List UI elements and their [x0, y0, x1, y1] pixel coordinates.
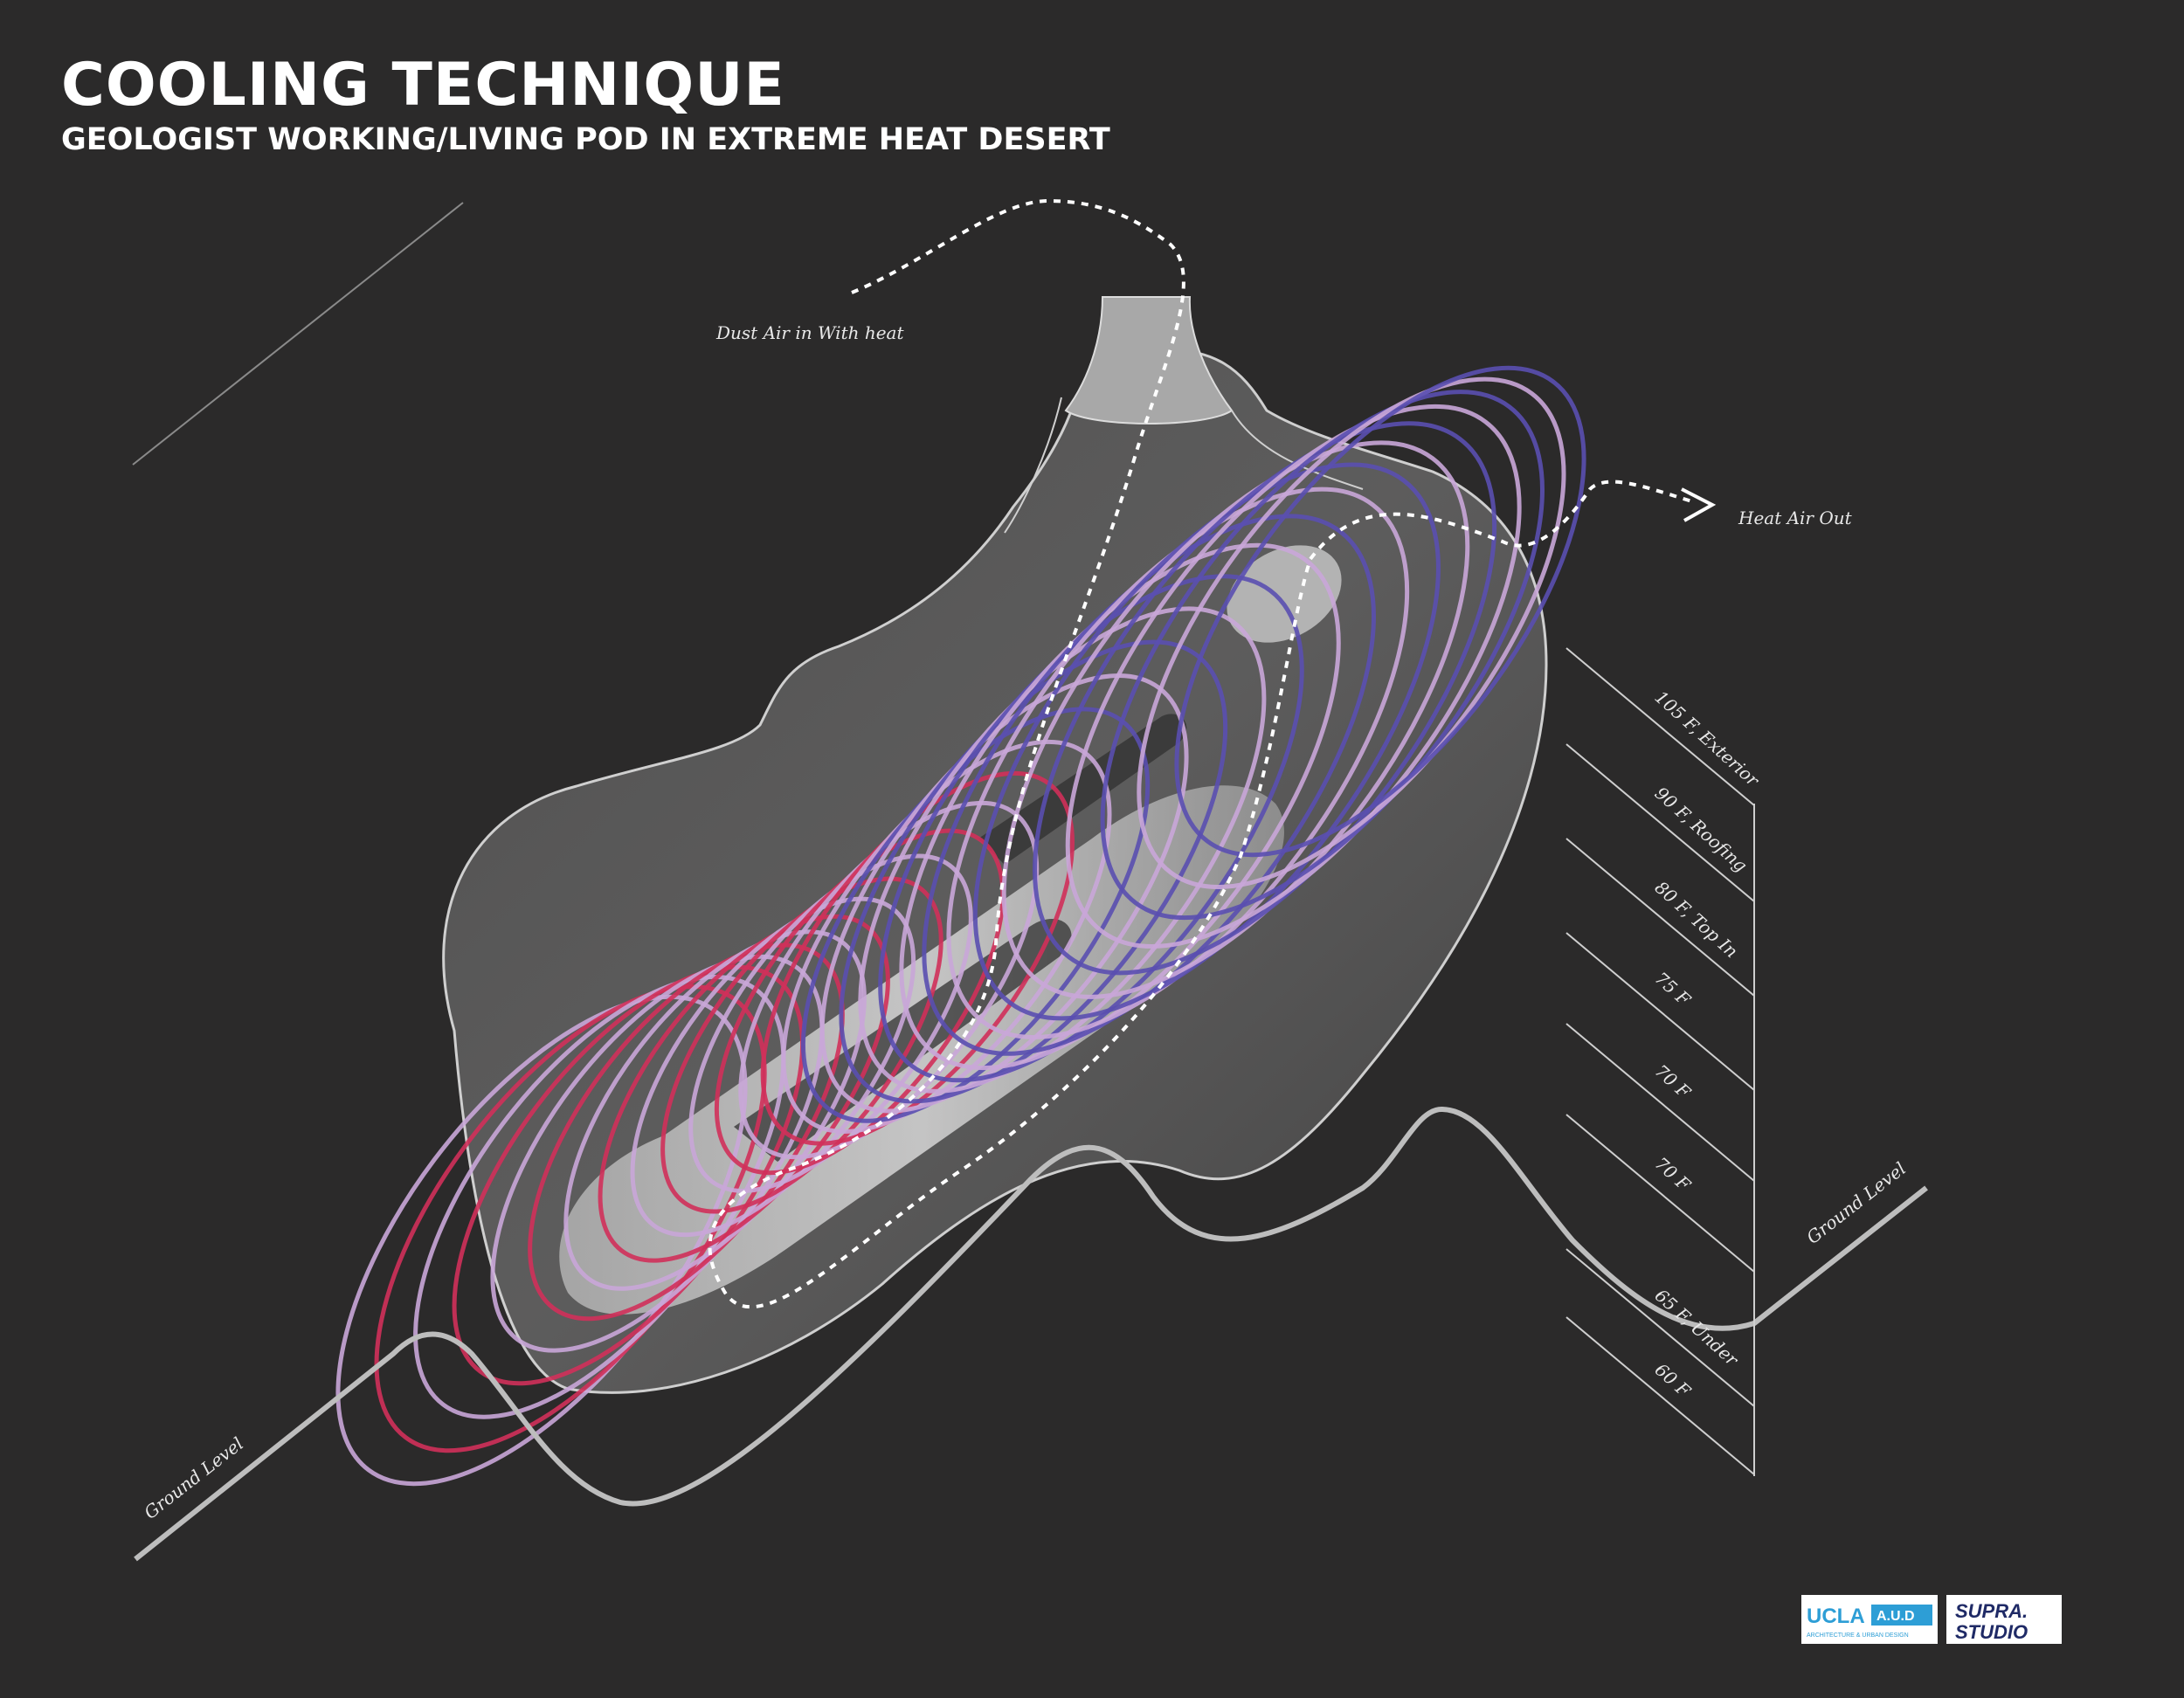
airflow-arrowhead [1682, 489, 1712, 521]
aud-subline: ARCHITECTURE & URBAN DESIGN [1807, 1632, 1909, 1639]
ground-profile [135, 1109, 1926, 1559]
supra-wordmark: SUPRA. [1955, 1600, 2028, 1622]
ground-level-right: Ground Level [1802, 1158, 1910, 1248]
air-out-label: Heat Air Out [1738, 507, 1853, 528]
temp-label-5: 70 F [1651, 1060, 1696, 1103]
temperature-leader [1566, 648, 1754, 805]
temperature-leader [1566, 1115, 1754, 1272]
temp-label-6: 70 F [1651, 1153, 1696, 1196]
guide-line [133, 203, 463, 465]
ucla-aud-logo: UCLA A.U.D ARCHITECTURE & URBAN DESIGN [1801, 1595, 1938, 1644]
supra-studio-logo: SUPRA. STUDIO [1946, 1595, 2062, 1644]
ucla-wordmark: UCLA [1807, 1605, 1865, 1628]
temp-label-4: 75 F [1651, 968, 1696, 1011]
temp-label-1: 105 F, Exterior [1651, 687, 1765, 791]
aud-wordmark: A.U.D [1876, 1609, 1915, 1624]
temp-label-8: 60 F [1651, 1359, 1696, 1402]
temp-label-2: 90 F, Roofing [1651, 783, 1752, 876]
studio-wordmark: STUDIO [1955, 1621, 2028, 1643]
temp-label-3: 80 F, Top In [1651, 877, 1743, 963]
air-in-label: Dust Air in With heat [715, 322, 904, 343]
